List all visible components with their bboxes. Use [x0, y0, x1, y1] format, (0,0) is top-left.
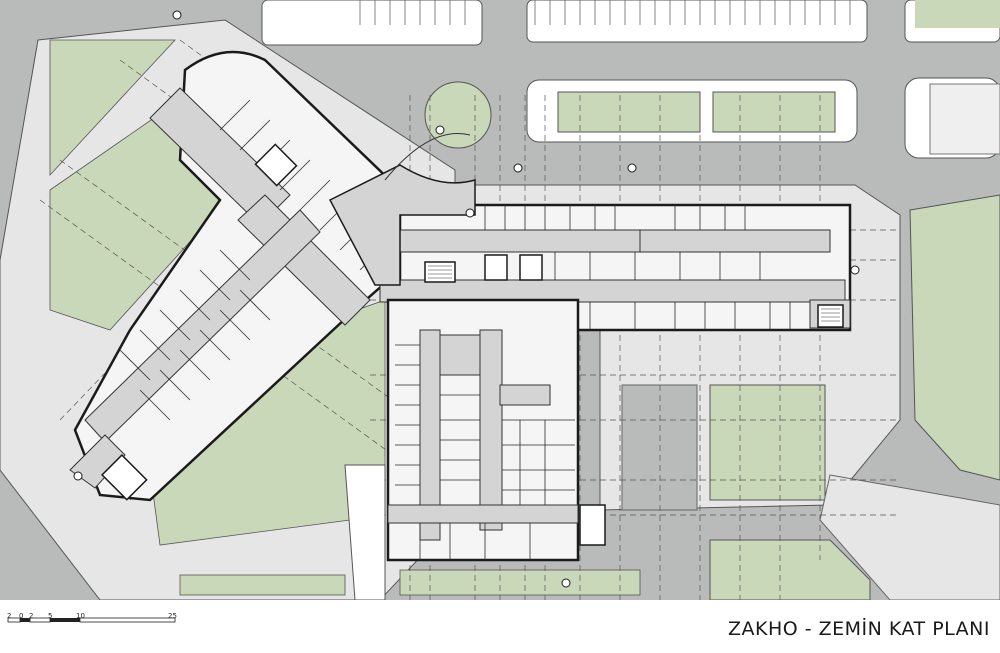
far-right-green [909, 194, 1000, 481]
drawing-title: ZAKHO - ZEMİN KAT PLANI [727, 618, 990, 640]
parking-stalls-top [359, 0, 851, 25]
entrance-plaza [344, 464, 386, 600]
diagonal-wing [69, 50, 402, 502]
south-block [386, 298, 606, 562]
scale-label: 25 [168, 612, 177, 620]
left-green-areas [49, 39, 641, 596]
bottom-right-green [709, 539, 871, 600]
scale-bar [7, 617, 176, 623]
site-plan-drawing [0, 0, 1000, 600]
hub-arc [384, 133, 471, 181]
scale-label: 0 [19, 612, 24, 620]
diagonal-wing-rooms [119, 99, 391, 421]
east-wing-rooms [439, 205, 791, 330]
right-green-strip [709, 384, 826, 501]
bottom-right-parking [819, 474, 1000, 600]
right-parking-lot [621, 384, 698, 511]
top-parking-blocks [261, 0, 1000, 46]
stair-cores [101, 143, 844, 501]
parking-islands-row2 [526, 77, 1000, 159]
south-block-rooms [395, 344, 575, 560]
section-markers [73, 10, 860, 588]
central-hub [328, 164, 476, 286]
stair-hatching [428, 265, 840, 322]
scale-label: 2 [7, 612, 12, 620]
scale-label: 5 [48, 612, 53, 620]
scale-label: 2 [29, 612, 34, 620]
scale-label: 10 [76, 612, 85, 620]
